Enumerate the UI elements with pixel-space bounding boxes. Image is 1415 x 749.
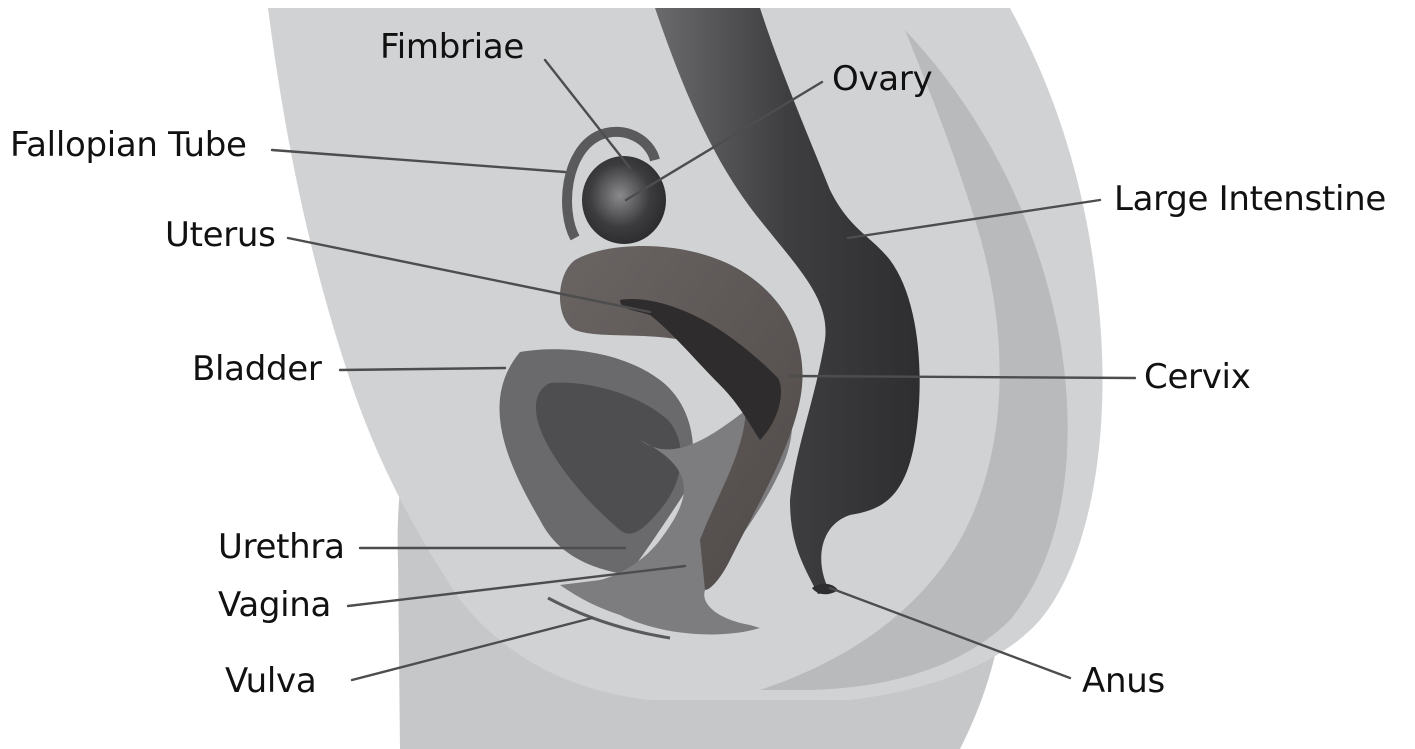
label-cervix: Cervix <box>1144 357 1251 397</box>
label-ovary: Ovary <box>832 59 932 99</box>
label-vulva: Vulva <box>225 661 316 701</box>
ovary-shape <box>582 156 666 244</box>
label-urethra: Urethra <box>218 527 345 567</box>
label-large-intestine: Large Intenstine <box>1114 179 1386 219</box>
label-anus: Anus <box>1082 661 1165 701</box>
label-uterus: Uterus <box>165 215 276 255</box>
body-silhouette <box>268 8 1103 749</box>
label-bladder: Bladder <box>192 349 322 389</box>
label-fallopian-tube: Fallopian Tube <box>10 125 247 165</box>
label-fimbriae: Fimbriae <box>380 27 524 67</box>
label-vagina: Vagina <box>218 585 331 625</box>
